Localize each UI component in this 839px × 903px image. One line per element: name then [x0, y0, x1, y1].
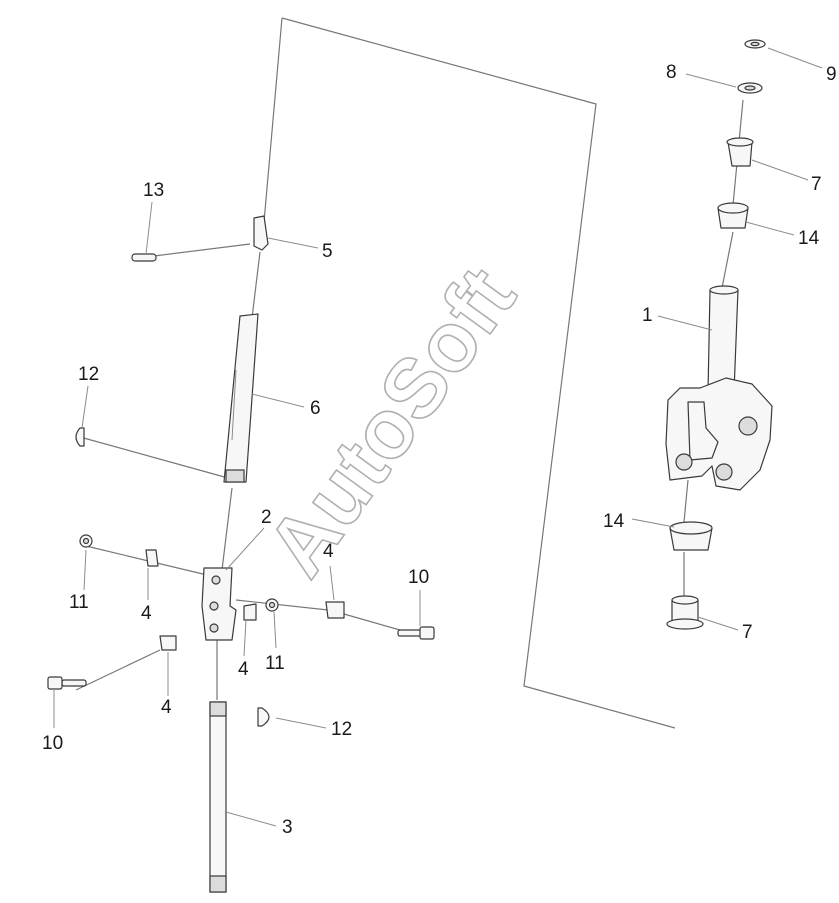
callout-4b: 4 — [323, 541, 334, 562]
part-14-bushing-top — [717, 202, 749, 229]
part-3-shaft — [209, 701, 227, 893]
part-4-washer-c — [325, 601, 345, 619]
callout-10b: 10 — [42, 733, 63, 754]
leader-lines — [53, 47, 823, 827]
callout-5: 5 — [322, 241, 333, 262]
callout-2: 2 — [261, 507, 272, 528]
callout-14b: 14 — [603, 511, 625, 532]
part-1-steering-column-bracket — [665, 285, 773, 491]
part-12-key-top — [75, 427, 85, 447]
part-8-washer — [737, 82, 763, 94]
part-5-clip — [253, 215, 269, 251]
part-11-nut-left — [79, 534, 93, 548]
callout-4d: 4 — [161, 697, 172, 718]
assembly-frame — [75, 17, 744, 729]
callout-13: 13 — [143, 180, 164, 201]
part-7-bushing-top — [726, 137, 754, 167]
part-14-bushing-bottom — [669, 521, 713, 551]
callout-12a: 12 — [78, 364, 99, 385]
callout-12b: 12 — [331, 719, 352, 740]
part-4-washer-b — [243, 603, 257, 621]
callout-14a: 14 — [798, 228, 820, 249]
part-6-shaft — [223, 313, 259, 483]
part-9-washer — [744, 39, 766, 49]
part-13-pin — [131, 253, 157, 262]
callout-10a: 10 — [408, 567, 429, 588]
callout-3: 3 — [282, 817, 293, 838]
callout-6: 6 — [310, 398, 321, 419]
part-10-bolt-right — [397, 626, 435, 640]
callout-9: 9 — [826, 64, 837, 85]
callout-8: 8 — [666, 62, 677, 83]
part-11-nut-right — [265, 598, 279, 612]
part-4-washer-d — [159, 635, 177, 651]
callout-labels: 1 2 3 4 4 4 4 5 6 7 7 8 9 10 10 11 11 12… — [42, 62, 837, 838]
callout-4a: 4 — [141, 603, 152, 624]
part-10-bolt-left — [47, 676, 87, 690]
callout-11b: 11 — [265, 653, 285, 674]
watermark: AutoSoft — [249, 250, 533, 592]
part-7-bushing-bottom — [666, 595, 704, 630]
part-12-key-bottom — [257, 707, 270, 727]
callout-1: 1 — [642, 305, 653, 326]
part-2-universal-joint — [201, 567, 237, 641]
callout-11a: 11 — [69, 592, 89, 613]
callout-4c: 4 — [238, 659, 249, 680]
callout-7b: 7 — [742, 622, 753, 643]
part-4-washer-a — [145, 549, 159, 567]
callout-7a: 7 — [811, 174, 822, 195]
